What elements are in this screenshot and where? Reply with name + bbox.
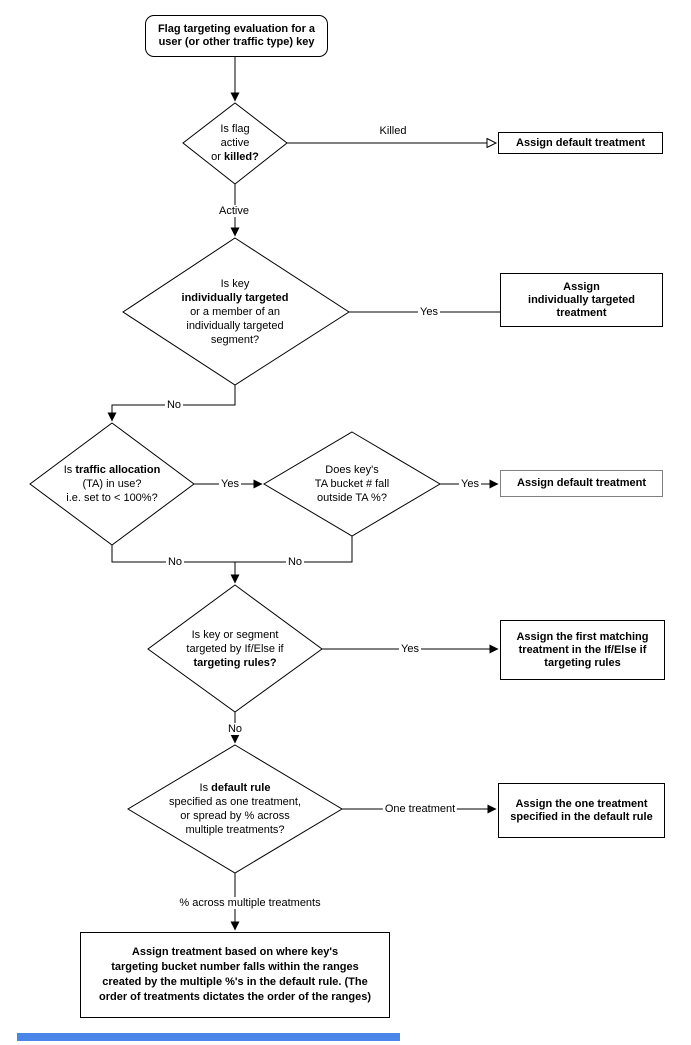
- traffic-allocation-diamond-text: Is traffic allocation(TA) in use?i.e. se…: [63, 464, 161, 504]
- outcome-default-treatment-killed: Assign default treatment: [498, 132, 663, 154]
- outcome-default-treatment-ta: Assign default treatment: [500, 470, 663, 497]
- edge-label-individually-no: No: [164, 399, 184, 411]
- edge-label-one-treatment: One treatment: [382, 803, 458, 815]
- edge-label-rules-yes: Yes: [399, 643, 421, 655]
- edge-label-pct-across: % across multiple treatments: [177, 897, 323, 909]
- individually-targeted-diamond: [122, 237, 350, 386]
- edge-label-ta-yes: Yes: [219, 478, 241, 490]
- edge-label-rules-no: No: [225, 723, 245, 735]
- traffic-allocation-diamond: [29, 422, 195, 546]
- edge-label-ta-no: No: [165, 556, 185, 568]
- edge-label-individually-yes: Yes: [418, 306, 440, 318]
- edge-label-bucket-no: No: [285, 556, 305, 568]
- targeting-rules-diamond: [147, 584, 323, 713]
- default-rule-diamond: [127, 744, 343, 874]
- edge-ta-no: [111, 545, 235, 563]
- edge-label-killed: Killed: [377, 125, 409, 137]
- horizontal-scrollbar-thumb[interactable]: [17, 1033, 400, 1041]
- edge-bucket-no: [235, 536, 353, 563]
- edge-label-active: Active: [217, 205, 251, 217]
- edge-label-bucket-yes: Yes: [459, 478, 481, 490]
- flag-active-diamond: [182, 102, 288, 185]
- ta-bucket-diamond: [263, 431, 441, 537]
